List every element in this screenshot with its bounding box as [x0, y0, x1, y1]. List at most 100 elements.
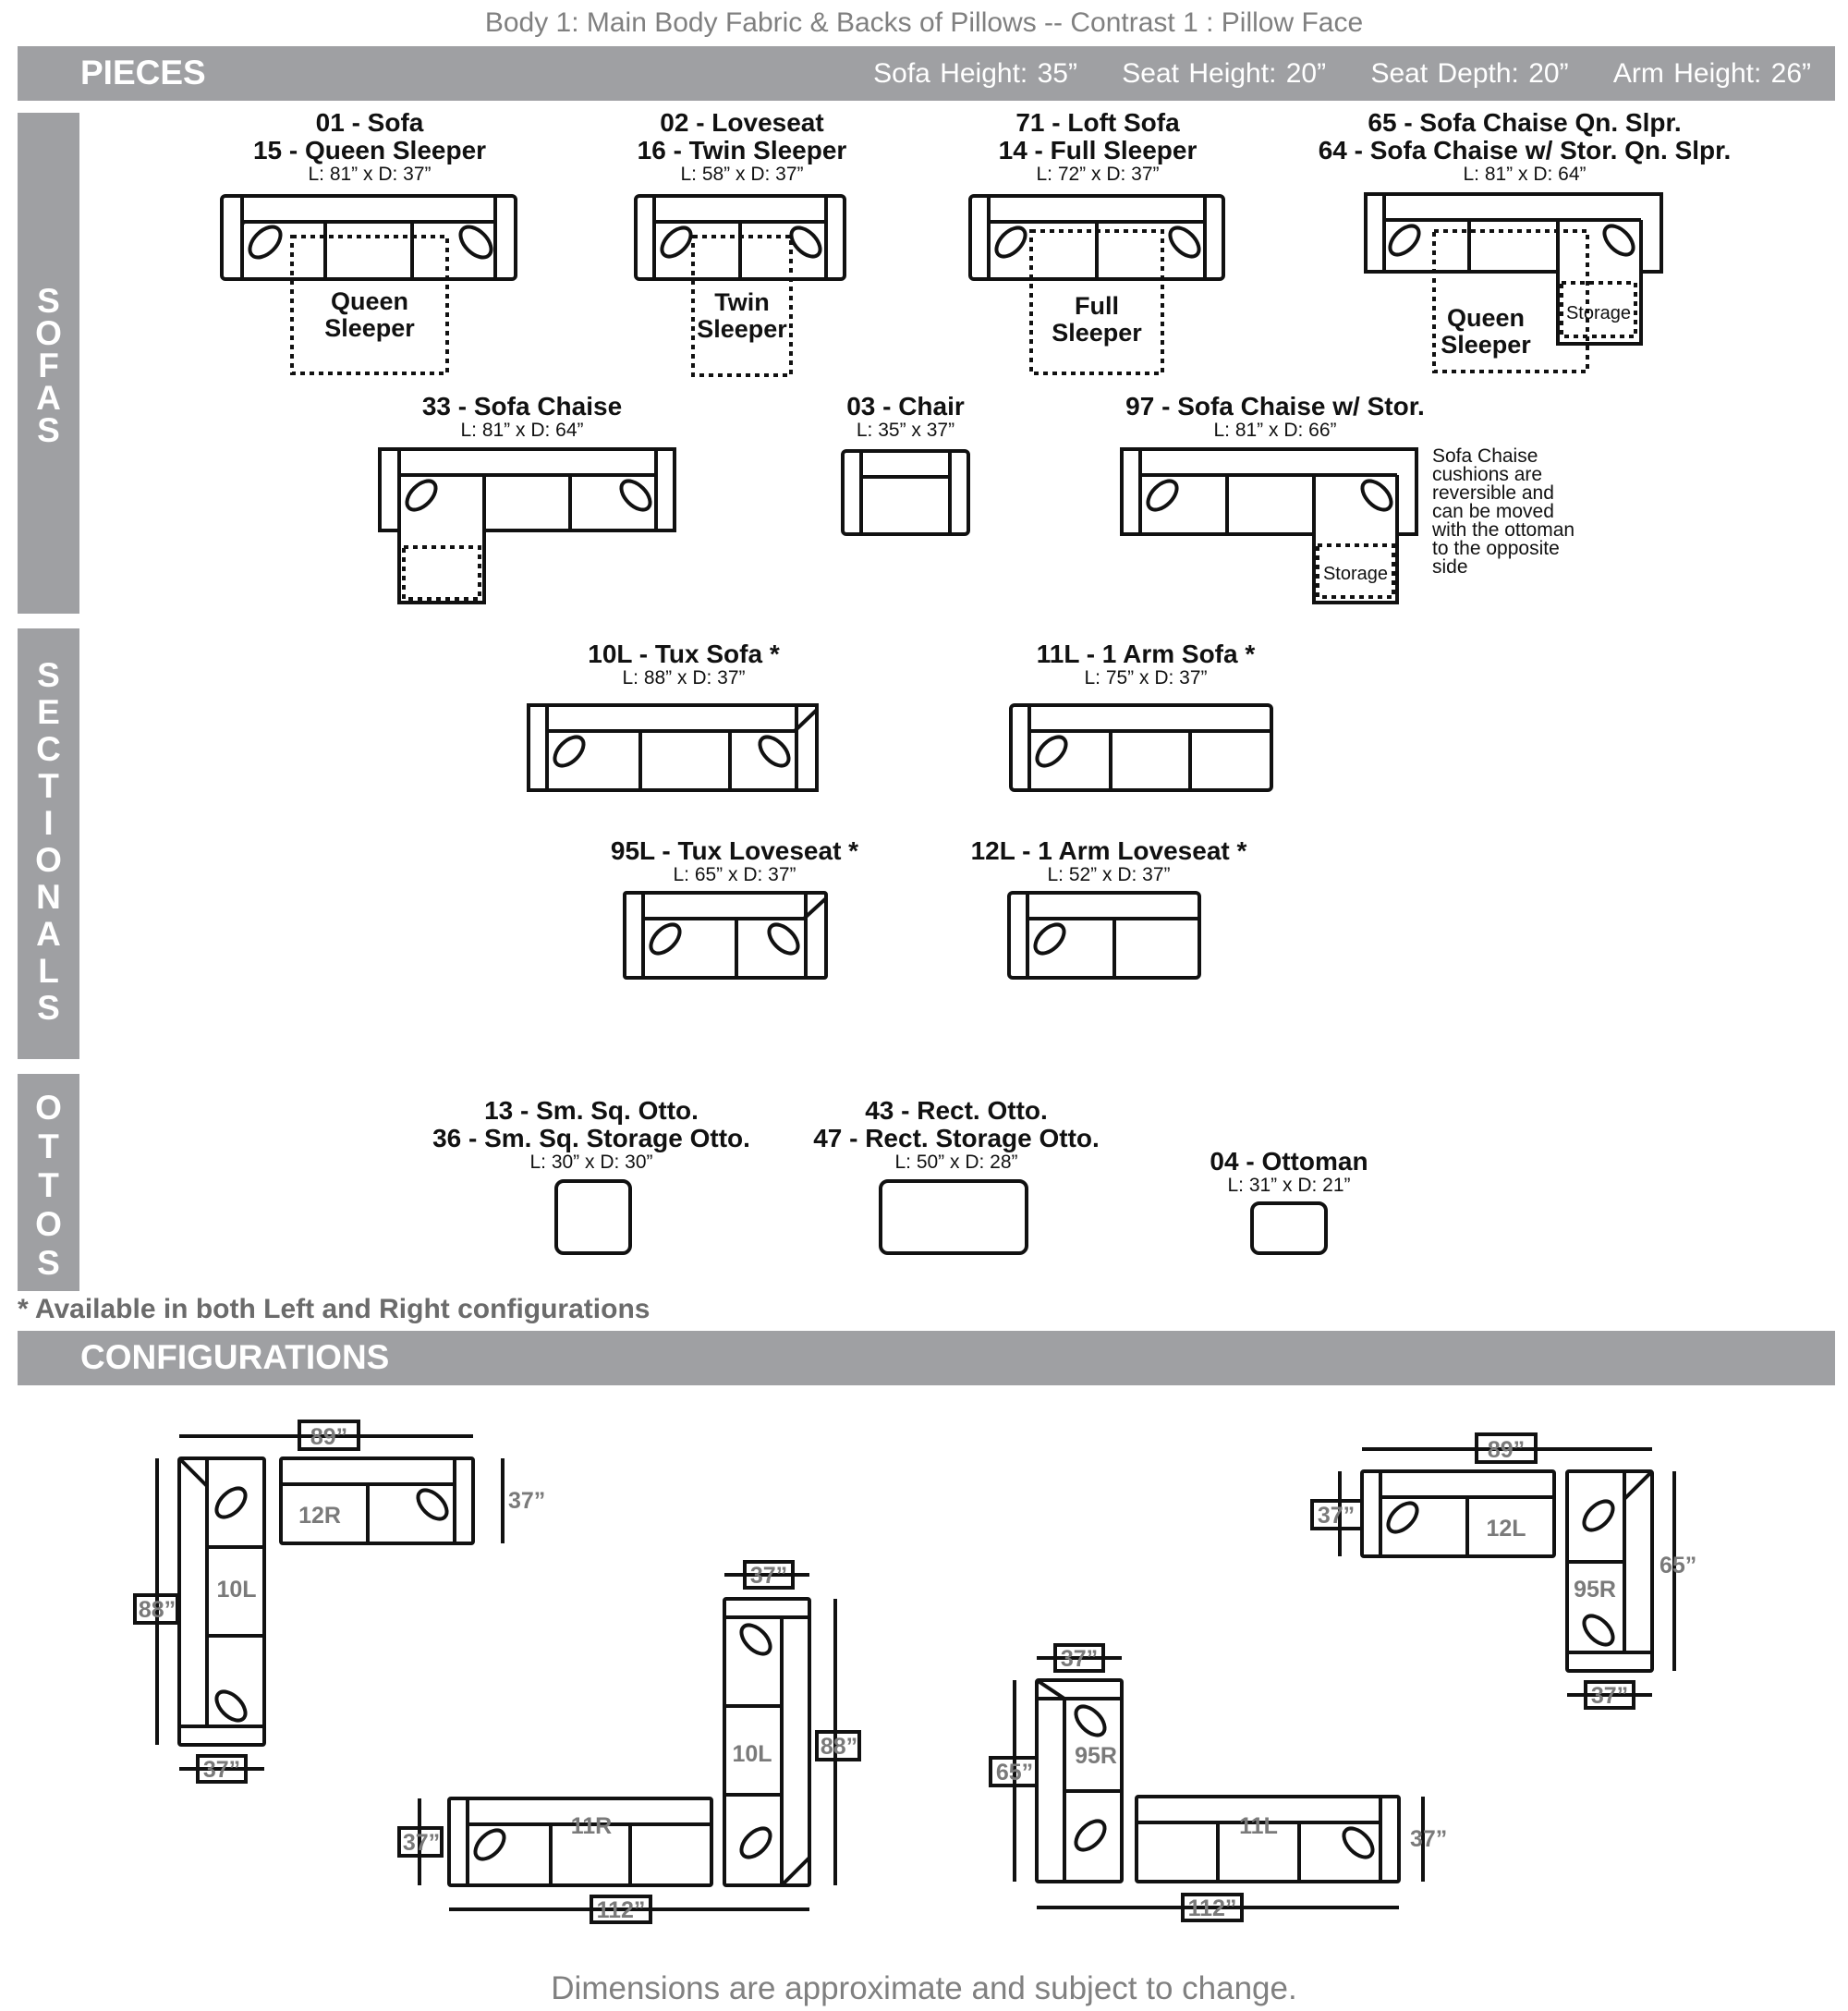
- piece-label-loveseat: 02 - Loveseat 16 - Twin Sleeper L: 58” x…: [603, 109, 881, 185]
- side-letter: S: [37, 656, 60, 694]
- piece-label-small-square-ottoman: 13 - Sm. Sq. Otto. 36 - Sm. Sq. Storage …: [407, 1097, 776, 1173]
- sleeper-label-line: Sleeper: [697, 315, 787, 343]
- dimension-label: 65”: [996, 1760, 1033, 1786]
- small-square-ottoman-drawing: [554, 1179, 632, 1255]
- dimensions: L: 81” x D: 64”: [460, 420, 584, 441]
- note-line: reversible and: [1432, 482, 1554, 504]
- dimension-label: 37”: [1591, 1683, 1628, 1709]
- side-letter: O: [35, 841, 62, 879]
- label-line: 71 - Loft Sofa: [1015, 108, 1180, 137]
- configuration-2-drawing: [447, 1597, 811, 1887]
- piece-label-sofa-chaise-storage: 97 - Sofa Chaise w/ Stor. L: 81” x D: 66…: [1090, 393, 1460, 441]
- chair-03-drawing: [841, 449, 970, 536]
- loft-sofa-71-drawing: [968, 194, 1225, 375]
- label-line: 47 - Rect. Storage Otto.: [813, 1124, 1100, 1152]
- dimensions: L: 58” x D: 37”: [680, 164, 804, 185]
- one-arm-sofa-11l-drawing: [1009, 703, 1273, 792]
- dimensions: L: 81” x D: 37”: [308, 164, 432, 185]
- dimensions: L: 50” x D: 28”: [894, 1152, 1018, 1173]
- config-piece-label: 11L: [1239, 1813, 1278, 1839]
- label-line: 04 - Ottoman: [1210, 1147, 1368, 1176]
- tux-loveseat-95l-drawing: [623, 891, 828, 980]
- side-letter: A: [36, 915, 61, 953]
- piece-label-tux-loveseat: 95L - Tux Loveseat * L: 65” x D: 37”: [578, 837, 892, 885]
- dimension-label: 37”: [203, 1757, 240, 1783]
- dimension-label: 37”: [750, 1563, 787, 1589]
- ottoman-04-drawing: [1250, 1201, 1328, 1255]
- dimensions: L: 35” x 37”: [856, 420, 955, 441]
- note-line: side: [1432, 556, 1468, 578]
- spec-arm-height: Arm Height: 26”: [1612, 58, 1811, 89]
- spec-seat-height: Seat Height: 20”: [1122, 58, 1327, 89]
- dimension-label: 37”: [508, 1488, 545, 1514]
- side-letter: S: [37, 411, 60, 449]
- note-line: Sofa Chaise: [1432, 445, 1538, 467]
- config-piece-label: 12L: [1486, 1516, 1526, 1542]
- label-line: 95L - Tux Loveseat *: [610, 836, 859, 865]
- dimensions: L: 52” x D: 37”: [1047, 864, 1171, 885]
- dimensions: L: 31” x D: 21”: [1227, 1175, 1351, 1196]
- dimension-lines: [155, 1434, 1676, 1911]
- loveseat-02-drawing: [634, 194, 846, 377]
- sofa-chaise-sleeper-65-drawing: [1364, 192, 1663, 373]
- piece-label-ottoman: 04 - Ottoman L: 31” x D: 21”: [1160, 1148, 1418, 1196]
- side-label-sofas: S O F A S: [18, 113, 79, 614]
- label-line: 11L - 1 Arm Sofa *: [1036, 640, 1256, 668]
- configurations-title: CONFIGURATIONS: [80, 1338, 390, 1376]
- configuration-3-drawing: [1360, 1469, 1654, 1673]
- piece-label-tux-sofa: 10L - Tux Sofa * L: 88” x D: 37”: [545, 640, 822, 689]
- dimension-label: 65”: [1660, 1553, 1696, 1578]
- label-line: 13 - Sm. Sq. Otto.: [484, 1096, 699, 1125]
- dimension-label: 89”: [310, 1424, 347, 1450]
- side-letter: L: [38, 952, 59, 990]
- sleeper-label-line: Sleeper: [1441, 331, 1531, 359]
- spec-sofa-height: Sofa Height: 35”: [873, 58, 1077, 89]
- config-piece-label: 95R: [1075, 1743, 1117, 1769]
- sleeper-label-line: Full: [1075, 292, 1119, 320]
- config-piece-label: 10L: [732, 1741, 772, 1767]
- piece-label-rect-ottoman: 43 - Rect. Otto. 47 - Rect. Storage Otto…: [790, 1097, 1123, 1173]
- side-letter: O: [35, 1205, 62, 1243]
- sleeper-label-line: Sleeper: [324, 314, 415, 342]
- side-letter: O: [35, 1089, 62, 1127]
- tux-sofa-10l-drawing: [527, 703, 819, 792]
- spec-seat-depth: Seat Depth: 20”: [1370, 58, 1569, 89]
- dimension-label: 37”: [1318, 1503, 1355, 1529]
- dimensions: L: 65” x D: 37”: [673, 864, 796, 885]
- storage-label: Storage: [1566, 303, 1631, 323]
- label-line: 15 - Queen Sleeper: [252, 136, 487, 165]
- note-line: to the opposite: [1432, 538, 1560, 559]
- label-line: 65 - Sofa Chaise Qn. Slpr.: [1368, 108, 1682, 137]
- label-line: 01 - Sofa: [315, 108, 424, 137]
- piece-label-chair: 03 - Chair L: 35” x 37”: [813, 393, 998, 441]
- rect-ottoman-drawing: [879, 1179, 1028, 1255]
- piece-label-sofa: 01 - Sofa 15 - Queen Sleeper L: 81” x D:…: [231, 109, 508, 185]
- side-letter: I: [43, 804, 54, 842]
- side-letter: A: [36, 379, 61, 417]
- dimension-label: 88”: [139, 1597, 176, 1623]
- side-label-sectionals: S E C T I O N A L S: [18, 628, 79, 1059]
- side-letter: S: [37, 1244, 60, 1282]
- label-line: 16 - Twin Sleeper: [637, 136, 847, 165]
- pieces-title: PIECES: [80, 54, 206, 91]
- label-line: 10L - Tux Sofa *: [588, 640, 780, 668]
- label-line: 97 - Sofa Chaise w/ Stor.: [1125, 392, 1425, 420]
- spec-list: Sofa Height: 35” Seat Height: 20” Seat D…: [838, 58, 1811, 90]
- label-line: 36 - Sm. Sq. Storage Otto.: [432, 1124, 750, 1152]
- pieces-header-bar: PIECES Sofa Height: 35” Seat Height: 20”…: [18, 46, 1835, 101]
- side-letter: T: [38, 767, 59, 805]
- storage-label: Storage: [1323, 564, 1388, 584]
- side-letter: O: [35, 314, 62, 352]
- config-piece-label: 11R: [571, 1813, 612, 1839]
- piece-label-sofa-chaise: 33 - Sofa Chaise L: 81” x D: 64”: [383, 393, 661, 441]
- piece-label-loft-sofa: 71 - Loft Sofa 14 - Full Sleeper L: 72” …: [959, 109, 1236, 185]
- label-line: 33 - Sofa Chaise: [421, 392, 623, 420]
- piece-label-sofa-chaise-sleeper: 65 - Sofa Chaise Qn. Slpr. 64 - Sofa Cha…: [1294, 109, 1756, 185]
- dimension-label: 88”: [821, 1734, 857, 1760]
- piece-label-one-arm-loveseat: 12L - 1 Arm Loveseat * L: 52” x D: 37”: [952, 837, 1266, 885]
- sofa-01-drawing: [220, 194, 517, 375]
- side-letter: T: [38, 1127, 59, 1165]
- sleeper-label-line: Queen: [331, 287, 408, 315]
- side-letter: N: [36, 878, 61, 916]
